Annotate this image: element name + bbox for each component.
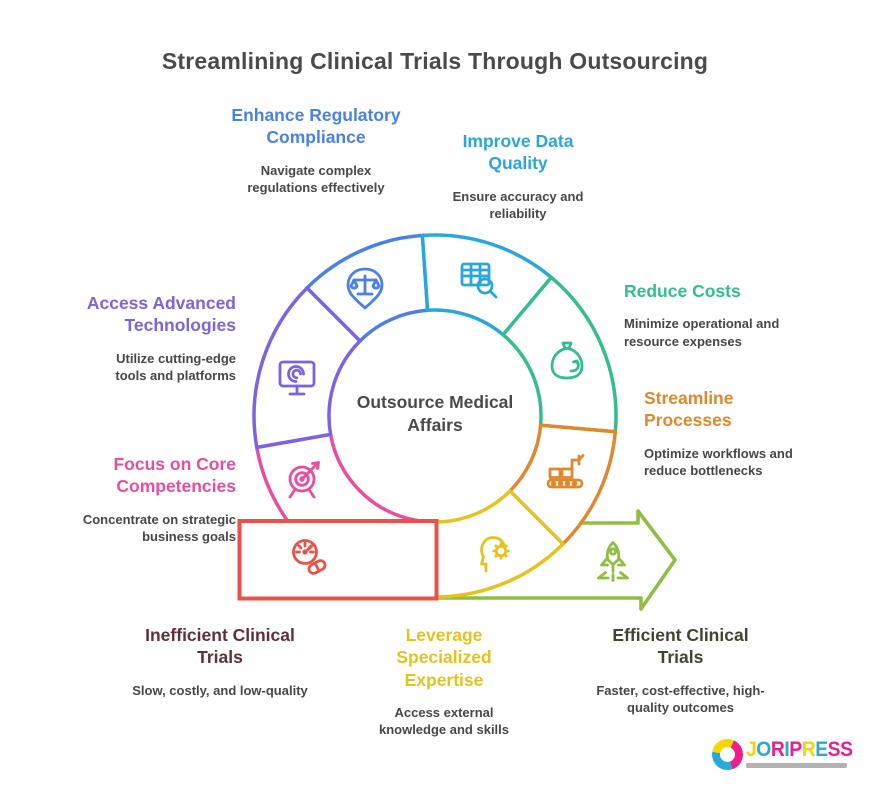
logo-text: JORIPRESS: [746, 739, 862, 768]
benefit-data-quality: Improve Data Quality Ensure accuracy and…: [433, 130, 603, 222]
logo-letter: O: [756, 738, 771, 761]
flow-output-label: Efficient Clinical Trials Faster, cost-e…: [588, 624, 773, 716]
head-gear-icon: [480, 536, 510, 573]
benefit-title: Streamline Processes: [644, 388, 734, 431]
logo-letter: P: [789, 738, 802, 761]
benefit-subtitle: Minimize operational and resource expens…: [624, 316, 780, 349]
benefit-title: Enhance Regulatory Compliance: [231, 105, 401, 148]
logo-letter: S: [840, 738, 853, 761]
benefit-subtitle: Optimize workflows and reduce bottleneck…: [644, 445, 793, 478]
logo-ring-icon: [712, 739, 743, 770]
logo-letter: J: [746, 738, 757, 761]
output-subtitle: Faster, cost-effective, high-quality out…: [596, 682, 765, 715]
logo-letter: S: [827, 738, 841, 761]
scales-pin-icon: [346, 267, 384, 310]
benefit-regulatory: Enhance Regulatory Compliance Navigate c…: [231, 104, 401, 196]
benefit-streamline: Streamline Processes Optimize workflows …: [644, 387, 819, 479]
money-bag-icon: [550, 341, 584, 380]
logo-wordmark: JORIPRESS: [746, 739, 853, 760]
table-magnifier-icon: [460, 262, 498, 299]
benefit-title: Access Advanced Technologies: [86, 293, 236, 336]
target-dart-icon: [288, 461, 320, 499]
benefit-subtitle: Utilize cutting-edge tools and platforms: [115, 350, 236, 383]
rocket-launch-icon: [597, 541, 629, 582]
output-title: Efficient Clinical Trials: [612, 625, 749, 668]
logo-letter: R: [770, 738, 785, 761]
logo-letter: R: [801, 738, 816, 761]
input-box: [237, 519, 439, 601]
benefit-title: Focus on Core Competencies: [113, 454, 236, 497]
input-title: Inefficient Clinical Trials: [145, 625, 295, 668]
logo-letter: E: [815, 738, 828, 761]
benefit-competencies: Focus on Core Competencies Concentrate o…: [56, 453, 236, 545]
logo-letter: I: [784, 738, 790, 761]
monitor-spiral-icon: [278, 360, 316, 396]
input-subtitle: Slow, costly, and low-quality: [132, 682, 308, 698]
benefit-expertise: Leverage Specialized Expertise Access ex…: [368, 624, 520, 738]
center-label: Outsource Medical Affairs: [356, 392, 514, 435]
benefit-title: Improve Data Quality: [462, 131, 574, 174]
benefit-reduce-costs: Reduce Costs Minimize operational and re…: [624, 280, 789, 350]
flow-input-label: Inefficient Clinical Trials Slow, costly…: [130, 624, 310, 699]
logo-tagline: [746, 763, 847, 768]
segment-technologies: [252, 286, 362, 450]
benefit-subtitle: Concentrate on strategic business goals: [82, 511, 236, 544]
benefit-title: Leverage Specialized Expertise: [396, 625, 492, 690]
conveyor-icon: [546, 454, 585, 489]
page-title: Streamlining Clinical Trials Through Out…: [161, 48, 709, 74]
benefit-subtitle: Navigate complex regulations effectively: [247, 162, 385, 195]
publisher-logo: JORIPRESS: [712, 739, 862, 770]
benefit-subtitle: Access external knowledge and skills: [378, 705, 510, 738]
speedometer-pill-icon: [292, 539, 327, 575]
benefit-subtitle: Ensure accuracy and reliability: [452, 188, 584, 221]
benefit-title: Reduce Costs: [624, 281, 741, 301]
benefit-technologies: Access Advanced Technologies Utilize cut…: [56, 292, 236, 384]
